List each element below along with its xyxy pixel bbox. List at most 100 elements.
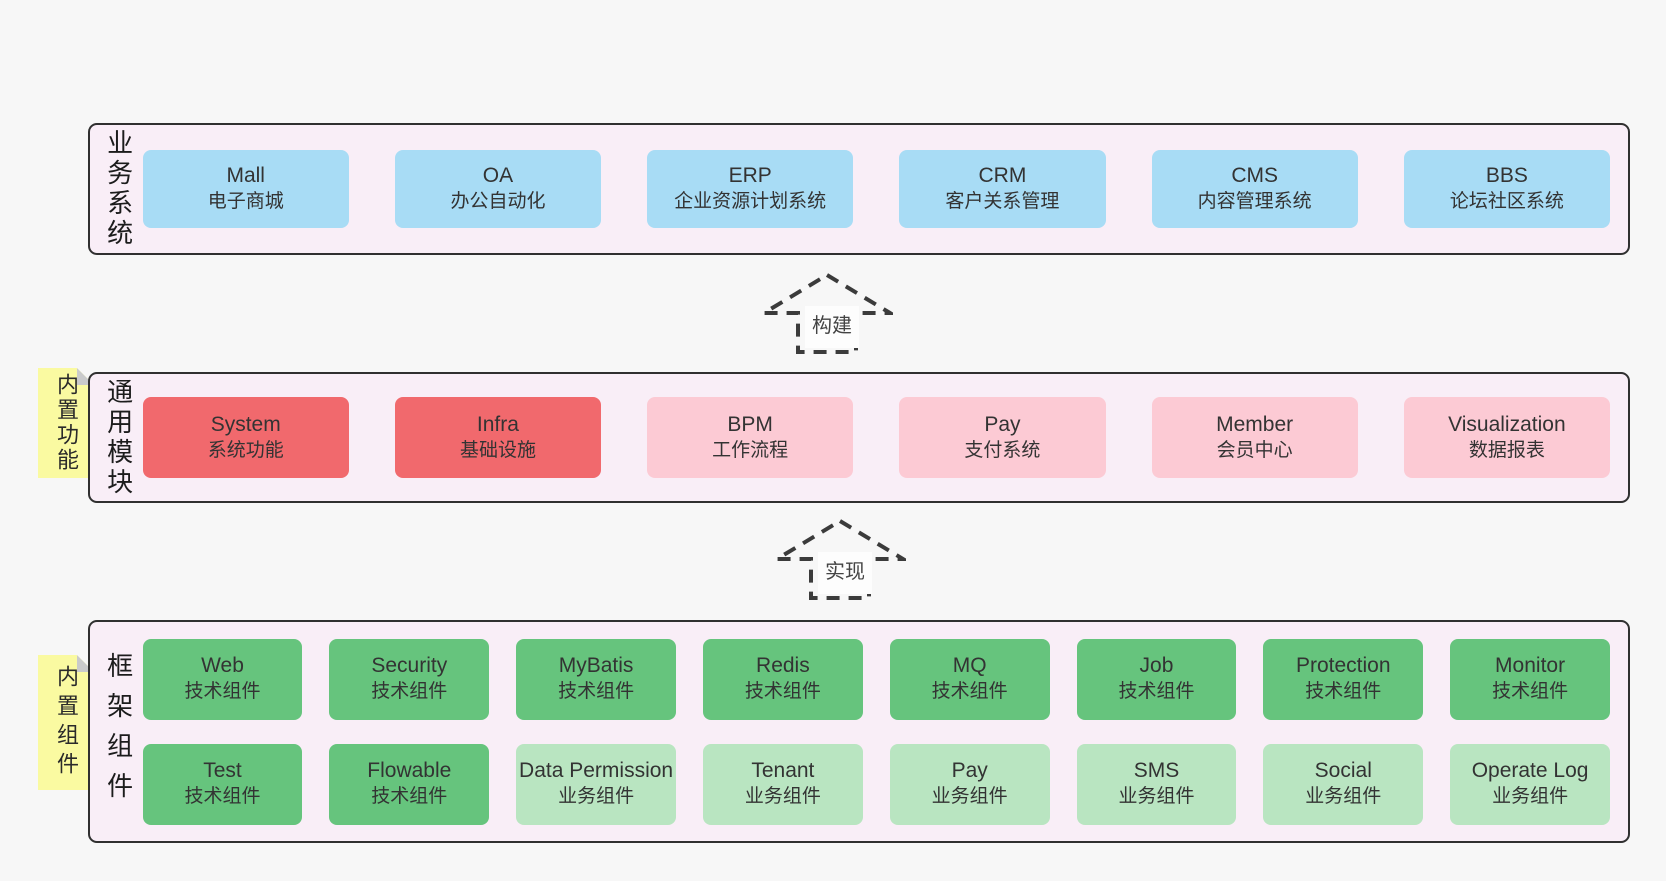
box-title: System: [210, 412, 281, 436]
box-pay: Pay 业务组件: [889, 743, 1050, 825]
build-arrow-icon: 构建: [761, 272, 893, 356]
sticky-note-built-in-components: 内置组件: [38, 655, 94, 790]
box-subtitle: 系统功能: [207, 439, 284, 461]
box-subtitle: 业务组件: [744, 786, 821, 808]
box-subtitle: 技术组件: [931, 681, 1008, 703]
box-security: Security 技术组件: [329, 638, 490, 720]
box-subtitle: 支付系统: [964, 439, 1041, 461]
box-title: ERP: [728, 164, 772, 188]
box-subtitle: 技术组件: [558, 681, 635, 703]
box-sms: SMS 业务组件: [1076, 743, 1237, 825]
box-subtitle: 企业资源计划系统: [674, 191, 827, 213]
box-title: Mall: [226, 164, 265, 188]
box-title: Pay: [951, 759, 988, 783]
implement-arrow-label: 实现: [818, 552, 872, 594]
box-data-permission: Data Permission 业务组件: [516, 743, 676, 825]
box-title: Web: [201, 654, 244, 678]
box-title: BPM: [727, 412, 773, 436]
box-mq: MQ 技术组件: [889, 638, 1050, 720]
box-title: CRM: [978, 164, 1027, 188]
box-subtitle: 办公自动化: [450, 191, 546, 213]
box-subtitle: 工作流程: [712, 439, 789, 461]
box-title: Job: [1139, 654, 1174, 678]
box-title: Protection: [1295, 654, 1391, 678]
box-title: MyBatis: [558, 654, 634, 678]
box-subtitle: 技术组件: [184, 681, 261, 703]
box-subtitle: 技术组件: [744, 681, 821, 703]
box-system: System 系统功能: [142, 397, 349, 478]
box-title: Flowable: [367, 759, 452, 783]
layer-label: 通用模块: [103, 377, 134, 498]
box-mall: Mall 电子商城: [142, 150, 349, 228]
box-subtitle: 技术组件: [371, 786, 448, 808]
box-protection: Protection 技术组件: [1263, 638, 1424, 720]
box-subtitle: 论坛社区系统: [1449, 191, 1564, 213]
sticky-note-label: 内置功能: [54, 373, 79, 473]
box-title: MQ: [952, 654, 987, 678]
box-cms: CMS 内容管理系统: [1151, 150, 1358, 228]
box-title: Security: [371, 654, 448, 678]
layer-label: 框架组件: [103, 651, 134, 812]
box-title: Operate Log: [1471, 759, 1589, 783]
box-visualization: Visualization 数据报表: [1403, 397, 1610, 478]
box-subtitle: 技术组件: [184, 786, 261, 808]
box-subtitle: 电子商城: [207, 191, 284, 213]
box-oa: OA 办公自动化: [394, 150, 602, 228]
box-member: Member 会员中心: [1151, 397, 1358, 478]
box-title: Data Permission: [519, 759, 674, 783]
box-bbs: BBS 论坛社区系统: [1403, 150, 1610, 228]
box-web: Web 技术组件: [142, 638, 303, 720]
box-monitor: Monitor 技术组件: [1450, 638, 1610, 720]
box-title: Redis: [756, 654, 810, 678]
box-title: Tenant: [751, 759, 815, 783]
implement-arrow-icon: 实现: [774, 518, 906, 602]
box-title: CMS: [1231, 164, 1278, 188]
box-title: Member: [1216, 412, 1294, 436]
box-subtitle: 技术组件: [1305, 681, 1382, 703]
build-arrow-label: 构建: [805, 306, 859, 348]
sticky-note-built-in-features: 内置功能: [38, 368, 94, 478]
box-title: OA: [482, 164, 514, 188]
box-erp: ERP 企业资源计划系统: [647, 150, 854, 228]
layer-label: 业务系统: [103, 129, 134, 249]
box-subtitle: 技术组件: [1492, 681, 1569, 703]
box-crm: CRM 客户关系管理: [899, 150, 1106, 228]
box-subtitle: 内容管理系统: [1197, 191, 1312, 213]
layer-business-systems: 业务系统 Mall 电子商城 OA 办公自动化 ERP 企业资源计划系统 CRM 客户关系管理…: [88, 123, 1630, 255]
box-tenant: Tenant 业务组件: [702, 743, 863, 825]
business-system-boxes: Mall 电子商城 OA 办公自动化 ERP 企业资源计划系统 CRM 客户关系管理 CMS 内容…: [142, 150, 1610, 228]
box-title: SMS: [1133, 759, 1180, 783]
box-job: Job 技术组件: [1076, 638, 1237, 720]
box-mybatis: MyBatis 技术组件: [516, 638, 676, 720]
box-subtitle: 基础设施: [459, 439, 536, 461]
box-subtitle: 业务组件: [931, 786, 1008, 808]
box-subtitle: 客户关系管理: [945, 191, 1060, 213]
box-infra: Infra 基础设施: [394, 397, 602, 478]
box-subtitle: 技术组件: [1118, 681, 1195, 703]
box-subtitle: 数据报表: [1468, 439, 1545, 461]
box-title: Monitor: [1495, 654, 1566, 678]
box-title: BBS: [1485, 164, 1528, 188]
box-flowable: Flowable 技术组件: [329, 743, 490, 825]
box-subtitle: 会员中心: [1216, 439, 1293, 461]
box-subtitle: 业务组件: [558, 786, 635, 808]
box-title: Infra: [476, 412, 519, 436]
box-subtitle: 业务组件: [1118, 786, 1195, 808]
box-title: Visualization: [1448, 412, 1566, 436]
box-subtitle: 技术组件: [371, 681, 448, 703]
box-title: Social: [1314, 759, 1372, 783]
up-arrow-icon: [774, 518, 906, 600]
box-redis: Redis 技术组件: [702, 638, 863, 720]
box-bpm: BPM 工作流程: [647, 397, 854, 478]
